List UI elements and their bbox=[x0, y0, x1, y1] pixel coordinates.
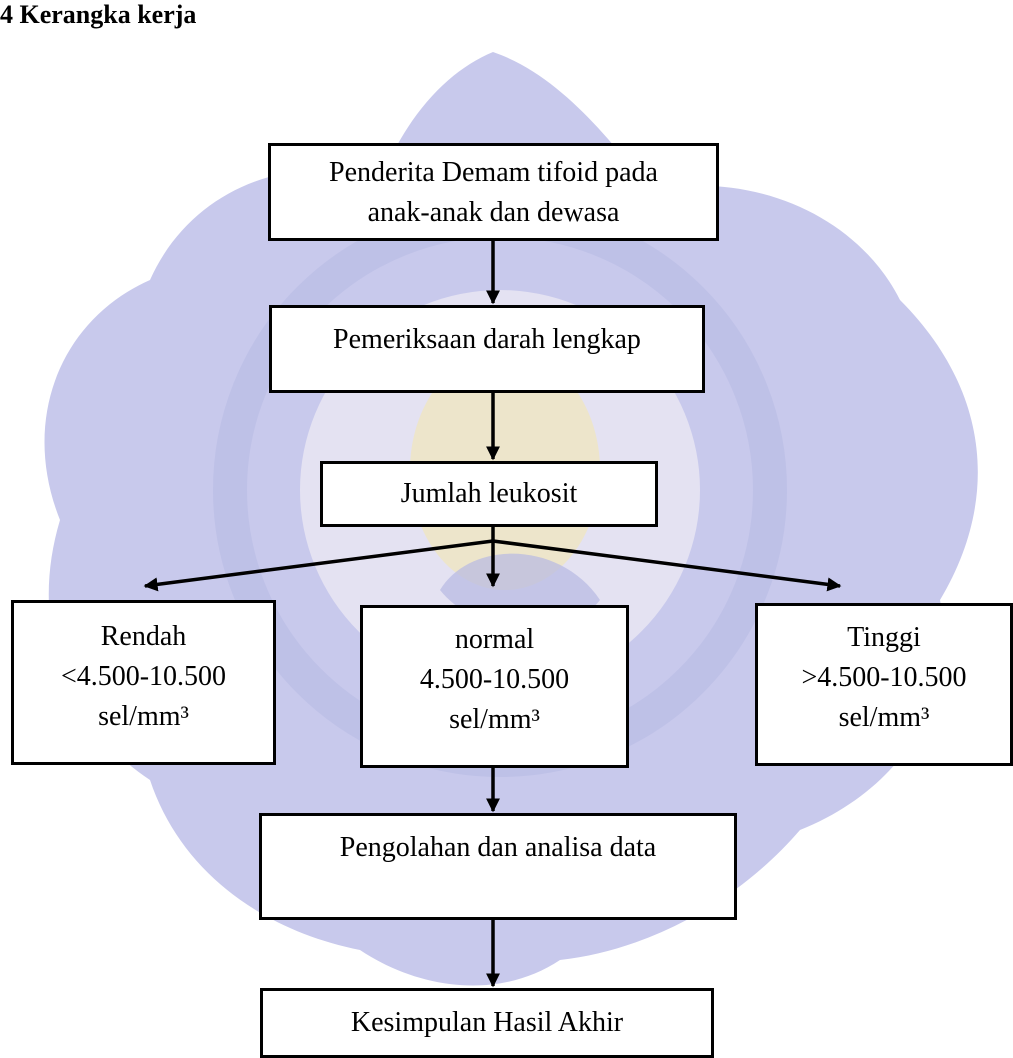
node-text-line: Pemeriksaan darah lengkap bbox=[333, 324, 641, 355]
node-normal: normal 4.500-10.500 sel/mm³ bbox=[360, 605, 629, 768]
node-text-line: anak-anak dan dewasa bbox=[367, 197, 620, 228]
node-text-line: >4.500-10.500 bbox=[801, 662, 967, 693]
node-text-line: sel/mm³ bbox=[98, 701, 189, 732]
node-text-line: Pengolahan dan analisa data bbox=[339, 832, 657, 863]
arrow-jumlah-to-tinggi bbox=[492, 539, 842, 592]
node-kesimpulan-hasil-akhir: Kesimpulan Hasil Akhir bbox=[260, 988, 714, 1058]
arrow-jumlah-to-rendah bbox=[143, 539, 494, 592]
section-number: 4 bbox=[0, 0, 13, 29]
node-text-line: normal bbox=[454, 624, 535, 655]
node-text-line: Tinggi bbox=[847, 622, 921, 653]
node-pengolahan-analisa-data: Pengolahan dan analisa data bbox=[259, 813, 737, 920]
section-heading: 4 Kerangka kerja bbox=[0, 0, 196, 30]
node-jumlah-leukosit: Jumlah leukosit bbox=[320, 461, 658, 527]
node-pemeriksaan-darah: Pemeriksaan darah lengkap bbox=[269, 305, 705, 393]
section-title: Kerangka kerja bbox=[19, 0, 197, 29]
node-text-line: Jumlah leukosit bbox=[400, 478, 578, 509]
node-text-line: sel/mm³ bbox=[838, 702, 930, 733]
node-tinggi: Tinggi >4.500-10.500 sel/mm³ bbox=[755, 603, 1013, 766]
node-penderita-demam-tifoid: Penderita Demam tifoid pada anak-anak da… bbox=[268, 143, 719, 241]
node-text-line: Kesimpulan Hasil Akhir bbox=[350, 1007, 624, 1038]
node-text-line: 4.500-10.500 bbox=[419, 664, 570, 695]
node-text-line: Penderita Demam tifoid pada bbox=[329, 157, 658, 188]
node-text-line: sel/mm³ bbox=[449, 704, 540, 735]
node-rendah: Rendah <4.500-10.500 sel/mm³ bbox=[11, 600, 276, 765]
node-text-line: Rendah bbox=[100, 621, 187, 652]
node-text-line: <4.500-10.500 bbox=[60, 661, 227, 692]
